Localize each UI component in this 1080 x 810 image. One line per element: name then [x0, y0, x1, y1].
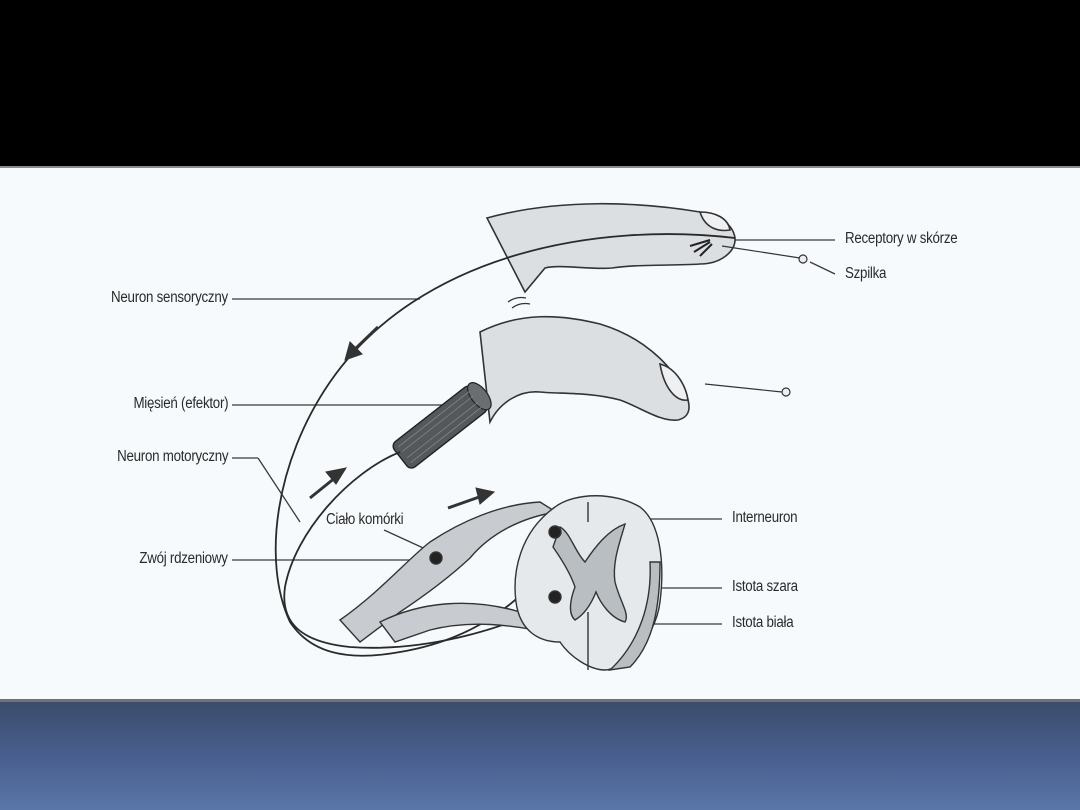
label-sensory-neuron: Neuron sensoryczny	[111, 289, 228, 306]
pin-upper	[721, 245, 808, 264]
pin-lower	[704, 383, 791, 397]
label-pin: Szpilka	[845, 265, 887, 282]
label-spinal-ganglion: Zwój rdzeniowy	[139, 550, 229, 567]
label-white-matter: Istota biała	[732, 614, 794, 631]
top-black-band	[0, 0, 1080, 166]
label-muscle-effector: Mięsień (efektor)	[133, 395, 228, 412]
reflex-arc-diagram: Neuron sensoryczny Mięsień (efektor) Neu…	[0, 166, 1080, 702]
bottom-gradient-band	[0, 702, 1080, 810]
label-skin-receptors: Receptory w skórze	[845, 230, 958, 247]
label-motor-neuron: Neuron motoryczny	[116, 448, 228, 465]
diagram-artwork	[232, 202, 836, 672]
sensory-neuron-path	[274, 233, 736, 657]
lower-finger	[479, 296, 690, 425]
label-gray-matter: Istota szara	[732, 578, 798, 595]
motor-neuron-path	[283, 451, 556, 649]
muscle-effector-shape	[392, 382, 492, 469]
signal-arrows	[309, 325, 496, 510]
upper-finger	[485, 202, 736, 294]
spinal-cord-cross-section	[514, 495, 663, 672]
label-cell-body: Ciało komórki	[326, 511, 404, 528]
label-interneuron: Interneuron	[732, 509, 798, 526]
